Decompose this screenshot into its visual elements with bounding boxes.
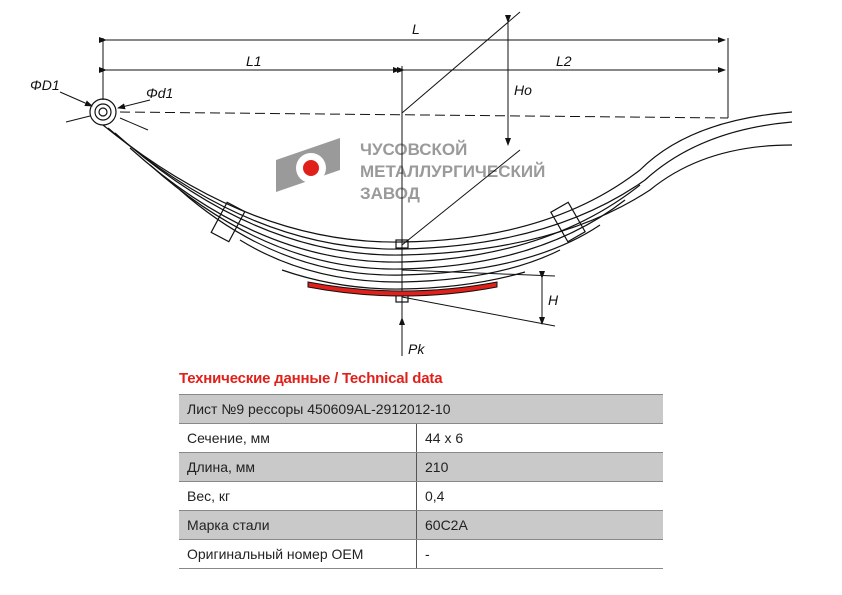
row-label: Длина, мм bbox=[179, 452, 417, 482]
technical-data-table: Лист №9 рессоры 450609AL-2912012-10 Сече… bbox=[179, 394, 663, 569]
label-L2: L2 bbox=[556, 53, 572, 69]
logo-line3: ЗАВОД bbox=[360, 184, 420, 203]
row-label: Вес, кг bbox=[179, 481, 417, 511]
row-value: 60С2А bbox=[416, 510, 663, 540]
leaf-spring-drawing: ЧУСОВСКОЙ МЕТАЛЛУРГИЧЕСКИЙ ЗАВОД bbox=[30, 11, 793, 357]
section-title: Технические данные / Technical data bbox=[179, 370, 443, 387]
spring-leaves bbox=[89, 98, 793, 303]
row-value: 210 bbox=[416, 452, 663, 482]
logo: ЧУСОВСКОЙ МЕТАЛЛУРГИЧЕСКИЙ ЗАВОД bbox=[276, 138, 545, 203]
table-row: Оригинальный номер OEM- bbox=[179, 539, 663, 569]
label-D1: ΦD1 bbox=[30, 77, 60, 93]
row-label: Марка стали bbox=[179, 510, 417, 540]
label-L1: L1 bbox=[246, 53, 262, 69]
table-header: Лист №9 рессоры 450609AL-2912012-10 bbox=[179, 394, 663, 424]
row-value: 44 x 6 bbox=[416, 423, 663, 453]
logo-line1: ЧУСОВСКОЙ bbox=[360, 140, 467, 159]
label-d1: Φd1 bbox=[146, 85, 173, 101]
row-value: - bbox=[416, 539, 663, 569]
label-L: L bbox=[412, 21, 420, 37]
highlighted-leaf-9 bbox=[307, 281, 498, 297]
label-H: H bbox=[548, 292, 559, 308]
row-label: Оригинальный номер OEM bbox=[179, 539, 417, 569]
dimension-lines bbox=[59, 11, 729, 356]
logo-line2: МЕТАЛЛУРГИЧЕСКИЙ bbox=[360, 162, 545, 181]
table-header-row: Лист №9 рессоры 450609AL-2912012-10 bbox=[179, 394, 663, 424]
label-Ho: Ho bbox=[514, 82, 532, 98]
row-label: Сечение, мм bbox=[179, 423, 417, 453]
label-Pk: Pk bbox=[408, 341, 425, 357]
row-value: 0,4 bbox=[416, 481, 663, 511]
